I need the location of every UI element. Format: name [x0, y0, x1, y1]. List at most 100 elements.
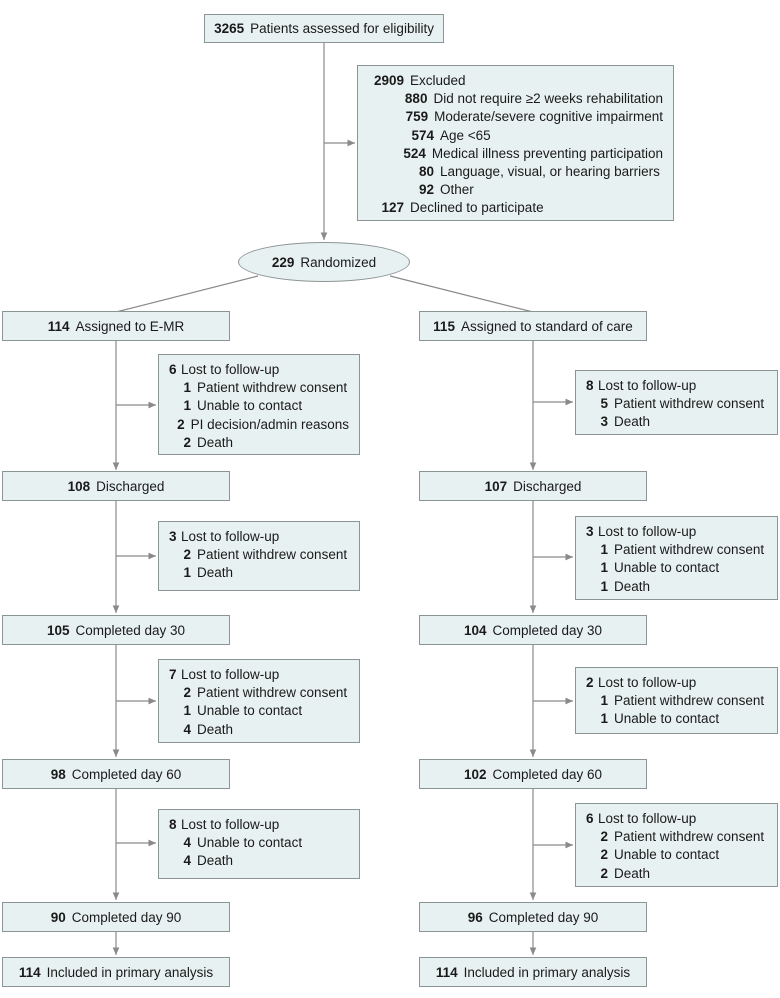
right-loss2-box: 3 Lost to follow-up 1 Patient withdrew con… [575, 516, 778, 600]
assessed-count: 3265 [214, 21, 245, 36]
loss-item-label: Patient withdrew consent [614, 829, 765, 845]
excluded-reason-count: 80 [418, 164, 434, 180]
loss-count: 6 [586, 811, 594, 826]
declined-count: 127 [381, 200, 404, 216]
excluded-reason-count: 880 [404, 91, 428, 107]
loss-item-count: 4 [183, 835, 191, 851]
loss-item-count: 1 [600, 560, 608, 576]
right-analysis-label: Included in primary analysis [463, 964, 631, 980]
loss-label: Lost to follow-up [598, 378, 697, 393]
loss-item-count: 2 [183, 547, 191, 563]
left-day30-label: Completed day 30 [75, 622, 186, 638]
loss-item-count: 5 [600, 396, 608, 412]
loss-item-count: 2 [600, 847, 608, 863]
loss-item-count: 2 [177, 416, 185, 432]
right-day30-label: Completed day 30 [492, 622, 603, 638]
split-left-line [115, 275, 259, 313]
excluded-reason-label: Language, visual, or hearing barriers [440, 164, 660, 180]
loss-item-count: 2 [600, 829, 608, 845]
loss-item-label: Patient withdrew consent [197, 685, 348, 701]
loss-item-label: Death [614, 865, 651, 881]
loss-item-label: Unable to contact [197, 398, 303, 414]
loss-item-label: Unable to contact [614, 847, 720, 863]
randomized-count: 229 [271, 254, 295, 270]
loss-item-count: 1 [183, 398, 191, 414]
loss-item-label: Unable to contact [614, 711, 720, 727]
left-analysis-box: 114 Included in primary analysis [2, 957, 230, 987]
loss-item-label: Patient withdrew consent [614, 693, 765, 709]
left-assigned-box: 114 Assigned to E-MR [2, 311, 230, 341]
loss-label: Lost to follow-up [598, 675, 697, 690]
right-discharged-box: 107 Discharged [419, 471, 647, 501]
left-day60-label: Completed day 60 [71, 766, 182, 782]
loss-item-label: Patient withdrew consent [614, 542, 765, 558]
loss-item-count: 1 [600, 578, 608, 594]
loss-item-count: 4 [183, 721, 191, 737]
loss-item-label: Patient withdrew consent [614, 396, 765, 412]
left-day30-count: 105 [46, 622, 70, 638]
loss-label: Lost to follow-up [181, 529, 280, 544]
loss-item-label: Death [197, 434, 234, 450]
loss-count: 8 [169, 817, 177, 832]
left-assigned-count: 114 [47, 318, 70, 334]
left-day60-count: 98 [50, 766, 66, 782]
excluded-reason-count: 759 [405, 109, 429, 125]
right-day60-box: 102 Completed day 60 [419, 759, 647, 789]
loss-item-count: 1 [600, 711, 608, 727]
right-day30-box: 104 Completed day 30 [419, 615, 647, 645]
right-day30-count: 104 [463, 622, 487, 638]
assessed-box: 3265 Patients assessed for eligibility [204, 14, 444, 43]
loss-label: Lost to follow-up [598, 524, 697, 539]
declined-label: Declined to participate [410, 200, 544, 216]
left-day60-box: 98 Completed day 60 [2, 759, 230, 789]
loss-item-count: 2 [183, 685, 191, 701]
loss-item-label: Unable to contact [614, 560, 720, 576]
right-analysis-count: 114 [435, 964, 458, 980]
loss-item-count: 1 [183, 565, 191, 581]
right-discharged-count: 107 [484, 478, 508, 494]
loss-label: Lost to follow-up [598, 811, 697, 826]
loss-item-label: Death [197, 853, 234, 869]
right-day90-label: Completed day 90 [488, 909, 599, 925]
right-day60-count: 102 [463, 766, 487, 782]
right-loss4-box: 6 Lost to follow-up 2 Patient withdrew con… [575, 803, 778, 887]
excluded-reason-count: 524 [403, 145, 426, 161]
loss-item-count: 2 [600, 865, 608, 881]
right-assigned-count: 115 [433, 318, 455, 334]
excluded-label: Excluded [410, 73, 466, 88]
loss-item-count: 1 [183, 703, 191, 719]
right-discharged-label: Discharged [513, 478, 582, 494]
excluded-count: 2909 [373, 73, 404, 88]
loss-count: 7 [169, 667, 177, 682]
excluded-reason-count: 92 [418, 182, 434, 198]
loss-item-label: Unable to contact [197, 703, 303, 719]
loss-count: 8 [586, 378, 594, 393]
left-discharged-count: 108 [67, 478, 91, 494]
loss-count: 3 [586, 524, 594, 539]
loss-item-count: 3 [600, 414, 608, 430]
excluded-reason-label: Age <65 [440, 127, 491, 143]
right-assigned-label: Assigned to standard of care [460, 318, 633, 334]
right-day60-label: Completed day 60 [492, 766, 603, 782]
loss-count: 3 [169, 529, 177, 544]
loss-item-label: Unable to contact [197, 835, 303, 851]
left-analysis-label: Included in primary analysis [46, 964, 214, 980]
split-right-line [389, 275, 534, 313]
left-day30-box: 105 Completed day 30 [2, 615, 230, 645]
excluded-reason-label: Medical illness preventing participation [431, 145, 663, 161]
loss-item-label: Death [614, 578, 651, 594]
right-analysis-box: 114 Included in primary analysis [419, 957, 647, 987]
loss-label: Lost to follow-up [181, 817, 280, 832]
randomized-ellipse: 229 Randomized [238, 242, 410, 282]
loss-item-label: Death [197, 721, 234, 737]
left-analysis-count: 114 [18, 964, 41, 980]
loss-item-label: Patient withdrew consent [197, 380, 348, 396]
loss-label: Lost to follow-up [181, 362, 280, 377]
right-loss1-box: 8 Lost to follow-up 5 Patient withdrew con… [575, 370, 778, 435]
excluded-reason-label: Did not require ≥2 weeks rehabilitation [433, 91, 663, 107]
loss-item-label: Death [197, 565, 234, 581]
